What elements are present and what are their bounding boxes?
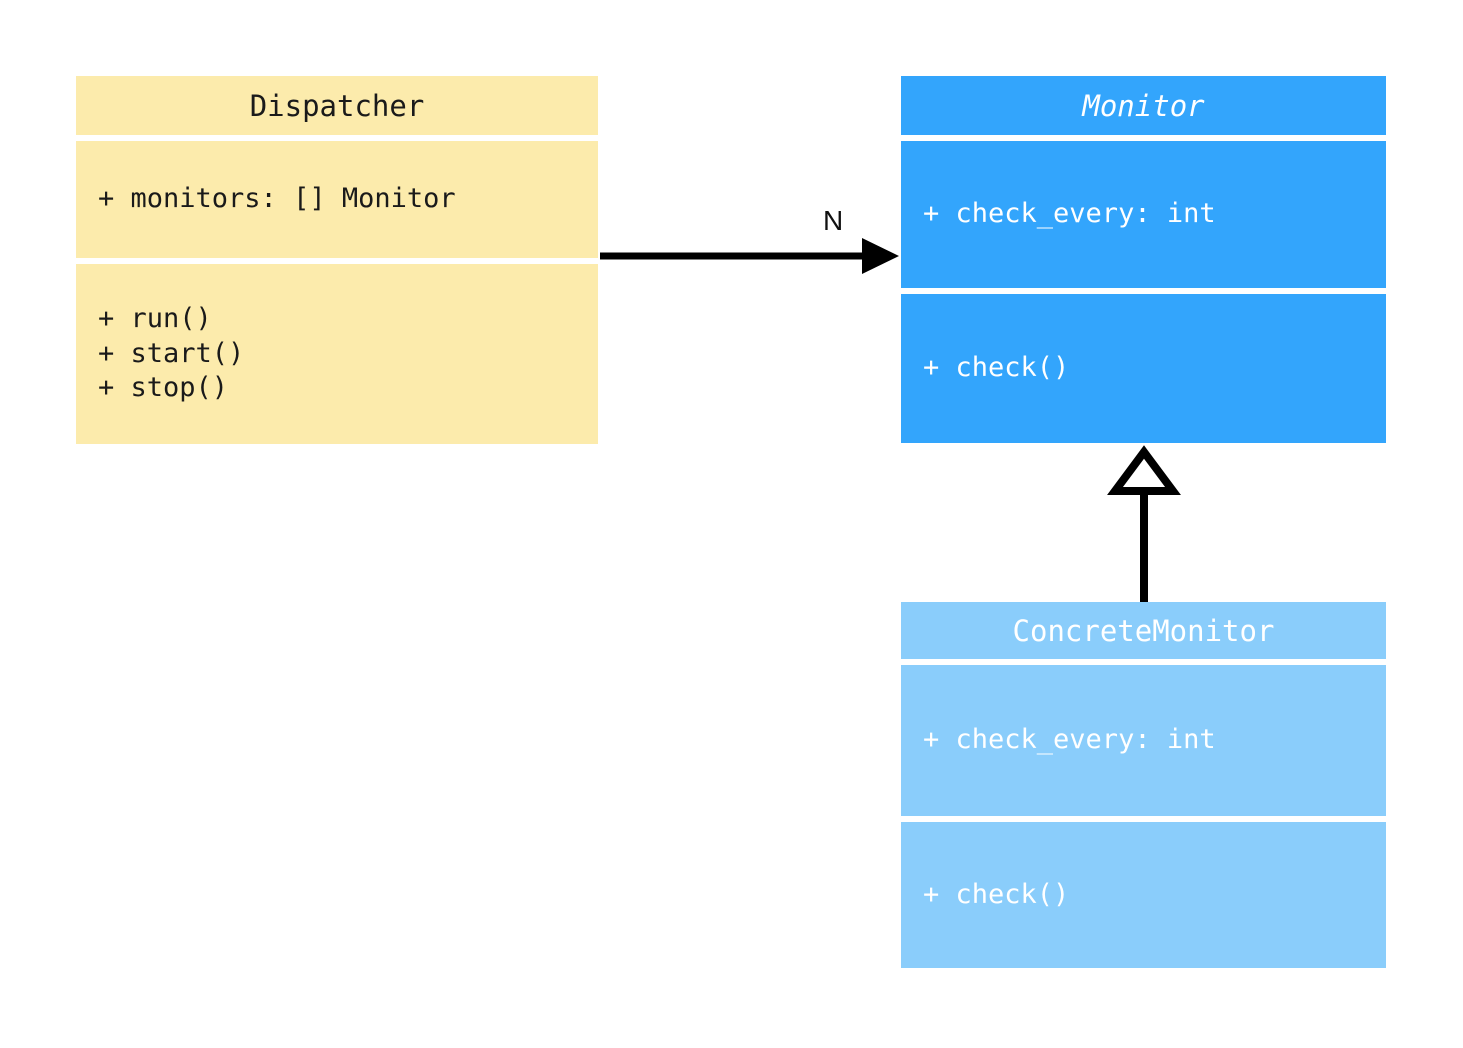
filled-arrowhead-icon	[862, 238, 899, 274]
compartment-divider	[901, 135, 1386, 141]
methods-compartment-concrete-monitor: + check()	[901, 822, 1386, 968]
method-item: + start()	[98, 337, 245, 369]
generalization-concrete-to-monitor	[1107, 445, 1181, 602]
compartment-divider	[76, 135, 598, 141]
attribute-item: + check_every: int	[923, 724, 1216, 756]
association-multiplicity-label: N	[823, 205, 844, 236]
attributes-compartment-monitor: + check_every: int	[901, 141, 1386, 288]
compartment-divider	[76, 258, 598, 264]
compartment-divider	[901, 816, 1386, 822]
class-title-concrete-monitor: ConcreteMonitor	[901, 602, 1386, 659]
hollow-triangle-arrowhead-icon	[1107, 445, 1181, 495]
method-item: + check()	[923, 878, 1070, 910]
method-item: + check()	[923, 352, 1070, 384]
compartment-divider	[901, 288, 1386, 294]
method-item: + stop()	[98, 372, 229, 404]
uml-class-monitor[interactable]: Monitor + check_every: int + check()	[901, 76, 1386, 443]
class-title-dispatcher: Dispatcher	[76, 76, 598, 135]
method-item: + run()	[98, 303, 212, 335]
attribute-item: + monitors: [] Monitor	[98, 183, 456, 215]
attributes-compartment-dispatcher: + monitors: [] Monitor	[76, 141, 598, 258]
uml-class-dispatcher[interactable]: Dispatcher + monitors: [] Monitor + run(…	[76, 76, 598, 444]
uml-class-concrete-monitor[interactable]: ConcreteMonitor + check_every: int + che…	[901, 602, 1386, 968]
attribute-item: + check_every: int	[923, 198, 1216, 230]
compartment-divider	[901, 659, 1386, 665]
attributes-compartment-concrete-monitor: + check_every: int	[901, 665, 1386, 816]
methods-compartment-dispatcher: + run() + start() + stop()	[76, 264, 598, 444]
class-title-monitor: Monitor	[901, 76, 1386, 135]
methods-compartment-monitor: + check()	[901, 294, 1386, 443]
association-dispatcher-to-monitor	[600, 238, 899, 274]
